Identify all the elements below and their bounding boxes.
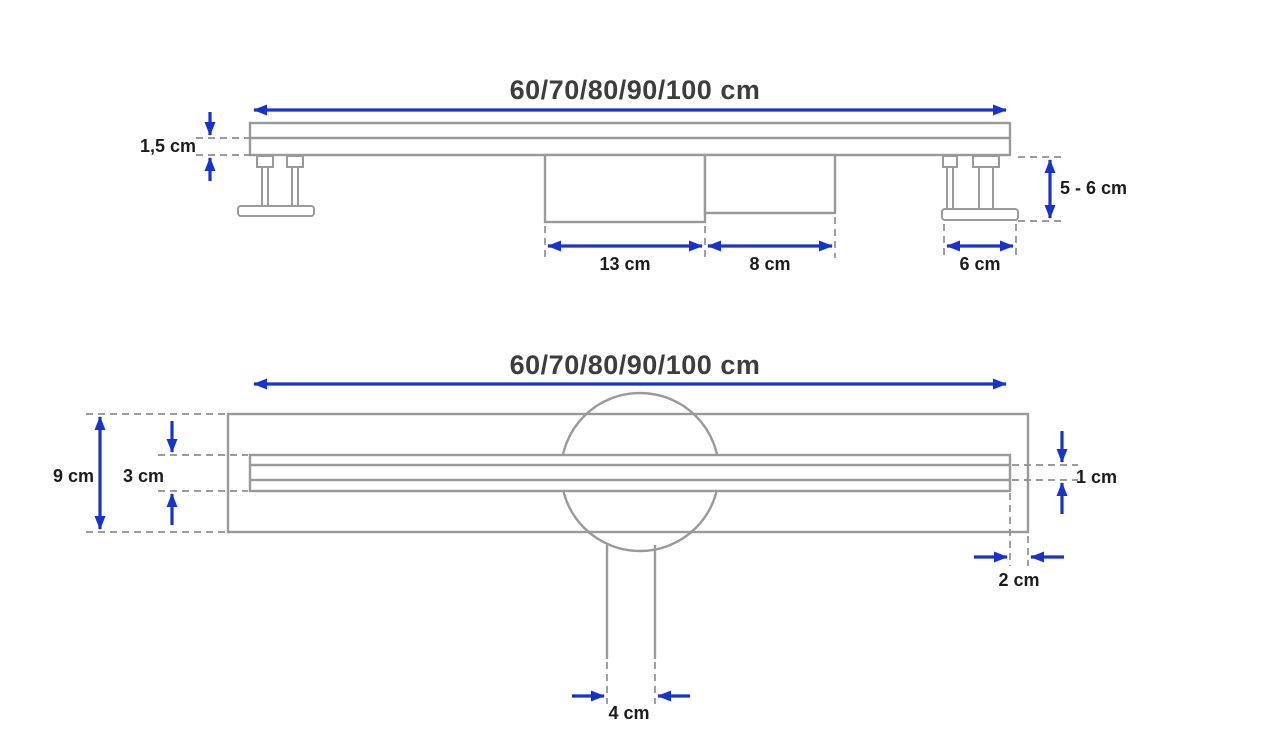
trap-body-width-label: 13 cm <box>599 254 650 274</box>
dim-foot-base: 6 cm <box>943 224 1017 274</box>
left-foot <box>237 155 315 217</box>
outlet-diameter-label: 4 cm <box>608 703 649 723</box>
dim-trap-outlet: 8 cm <box>707 217 836 274</box>
dim-edge-margin: 2 cm <box>974 493 1064 590</box>
dim-outlet-diameter: 4 cm <box>572 662 690 723</box>
siphon-body <box>543 153 837 224</box>
dim-plate-thickness: 1,5 cm <box>140 112 252 181</box>
side-view-length-label: 60/70/80/90/100 cm <box>510 75 761 105</box>
drain-grate <box>248 453 1012 493</box>
side-view: 60/70/80/90/100 cm <box>140 75 1127 274</box>
foot-height-label: 5 - 6 cm <box>1060 178 1127 198</box>
outlet-pipe <box>605 545 657 659</box>
trap-outlet-width-label: 8 cm <box>749 254 790 274</box>
dim-slot-width: 1 cm <box>1012 431 1117 514</box>
slot-width-label: 1 cm <box>1076 467 1117 487</box>
dim-trap-body: 13 cm <box>544 226 706 274</box>
channel-width-label: 3 cm <box>123 466 164 486</box>
right-foot <box>941 155 1019 221</box>
dim-channel-width: 3 cm <box>123 421 248 525</box>
edge-margin-label: 2 cm <box>998 570 1039 590</box>
flange-width-label: 9 cm <box>53 466 94 486</box>
dim-foot-height: 5 - 6 cm <box>1018 156 1127 222</box>
dim-flange-width: 9 cm <box>53 413 230 533</box>
plan-view: 60/70/80/90/100 cm 9 cm <box>53 350 1117 723</box>
plate-thickness-label: 1,5 cm <box>140 136 196 156</box>
plan-view-length-label: 60/70/80/90/100 cm <box>510 350 761 380</box>
foot-base-width-label: 6 cm <box>959 254 1000 274</box>
